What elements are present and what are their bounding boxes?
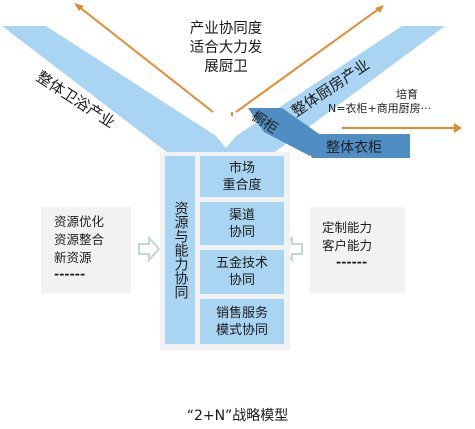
left-resource-box: 资源优化 资源整合 新资源 ------ — [41, 207, 131, 293]
left-box-line: 资源优化 — [54, 214, 105, 229]
cell-market: 市场 重合度 — [200, 156, 284, 197]
top-text-line: 产业协同度 — [189, 21, 263, 37]
pei-title: 培育 — [396, 88, 418, 101]
arrow-upper-left-head — [74, 3, 84, 11]
top-text-line: 适合大力发 — [189, 40, 263, 56]
wardrobe-label: 整体衣柜 — [326, 140, 382, 156]
cell-line: 协同 — [228, 224, 255, 240]
left-box-line: 资源整合 — [54, 232, 105, 247]
top-text-line: 展厨卫 — [204, 59, 248, 75]
pei-formula: N=衣柜+商用厨房··· — [328, 102, 432, 115]
right-box-line: 客户能力 — [322, 238, 373, 253]
arrow-upper-right — [235, 7, 381, 113]
pei-note: 培育 N=衣柜+商用厨房··· — [328, 88, 468, 116]
arrow-pei-head — [454, 123, 462, 133]
cabinet-shape — [248, 108, 322, 156]
left-gray-arrow — [138, 235, 161, 263]
arrow-upper-left — [77, 5, 214, 113]
cell-hardware: 五金技术 协同 — [200, 250, 284, 294]
left-box-line: 新资源 — [54, 250, 92, 265]
cell-channel: 渠道 协同 — [200, 202, 284, 245]
arrow-upper-right-head — [375, 5, 384, 13]
top-text: 产业协同度 适合大力发 展厨卫 — [170, 20, 282, 77]
left-box-line: ------ — [54, 266, 86, 281]
cell-line: 渠道 — [228, 207, 255, 223]
cell-line: 市场 — [228, 160, 255, 176]
cell-line: 五金技术 — [215, 256, 268, 271]
cell-line: 重合度 — [222, 177, 262, 193]
right-box-line: ------ — [336, 254, 368, 269]
wardrobe-shape — [300, 134, 410, 158]
right-box-line: 定制能力 — [322, 220, 373, 235]
cell-line: 协同 — [228, 273, 255, 288]
diagram-caption: “2+N”战略模型 — [186, 408, 289, 424]
cell-sales-service: 销售服务 模式协同 — [200, 299, 284, 344]
left-band-shape — [2, 26, 226, 156]
resources-column: 资源与能力协同 — [165, 156, 195, 344]
cell-line: 模式协同 — [215, 322, 268, 338]
right-capability-box: 定制能力 客户能力 ------ — [310, 207, 405, 293]
cell-line: 销售服务 — [215, 305, 268, 321]
